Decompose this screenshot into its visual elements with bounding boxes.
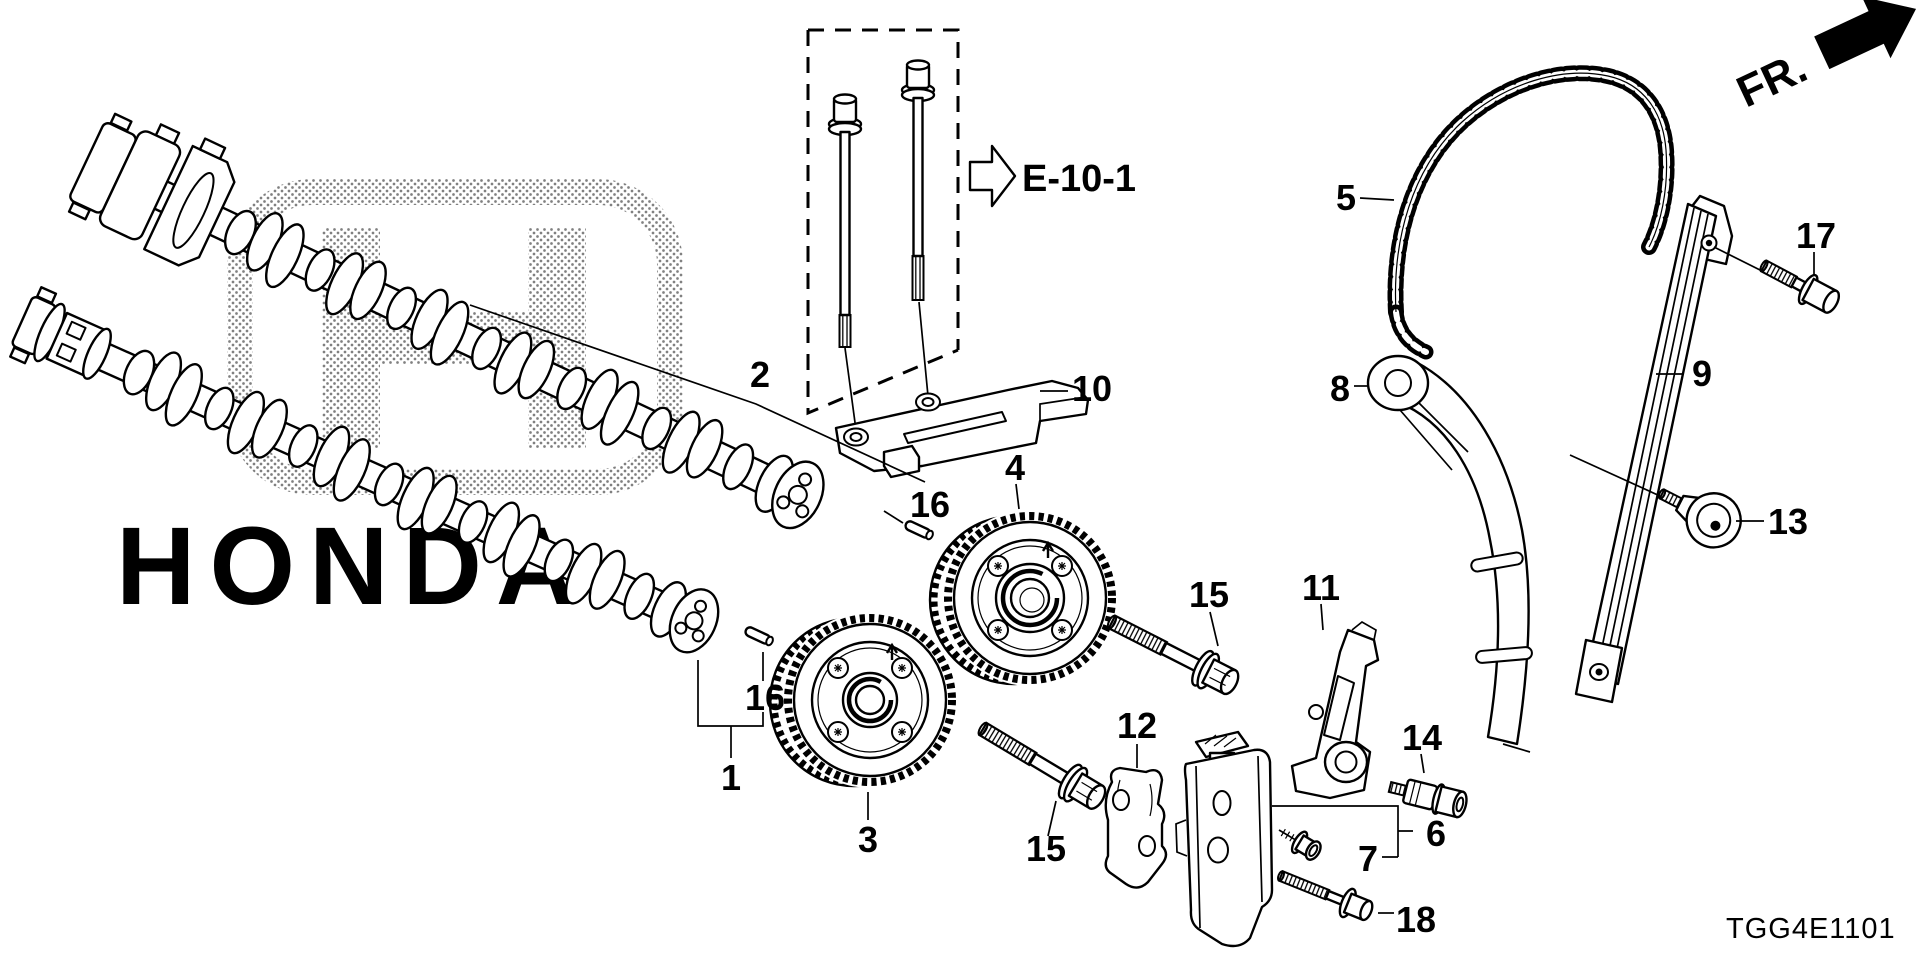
callout-7[interactable]: 7 xyxy=(1358,838,1378,879)
ref-label: E-10-1 xyxy=(1022,158,1136,200)
guide-bolt[interactable] xyxy=(1754,251,1844,319)
set-pin[interactable] xyxy=(1273,820,1325,864)
callout-2[interactable]: 2 xyxy=(750,354,770,395)
fr-arrow-icon xyxy=(1814,0,1917,70)
shoulder-bolt[interactable] xyxy=(1648,469,1750,557)
callout-6[interactable]: 6 xyxy=(1426,813,1446,854)
leader-lines xyxy=(469,197,1815,914)
callout-9[interactable]: 9 xyxy=(1692,353,1712,394)
diagram-code: TGG4E1101 xyxy=(1726,913,1896,945)
vtc-actuator-intake[interactable] xyxy=(928,510,1118,686)
ref-arrow-icon xyxy=(968,144,1017,208)
timing-arrow-icon xyxy=(885,642,899,660)
e-10-1-reference[interactable]: E-10-1 xyxy=(968,144,1136,208)
callout-1[interactable]: 1 xyxy=(721,757,741,798)
callout-16-lower[interactable]: 16 xyxy=(745,677,785,718)
callout-17[interactable]: 17 xyxy=(1796,215,1836,256)
callout-8[interactable]: 8 xyxy=(1330,368,1350,409)
callout-11[interactable]: 11 xyxy=(1302,567,1340,608)
mounting-bolt-long[interactable] xyxy=(900,59,936,301)
callout-16-upper[interactable]: 16 xyxy=(910,484,950,525)
flange-bolt-lower[interactable] xyxy=(971,711,1112,817)
callout-15-upper[interactable]: 15 xyxy=(1189,574,1229,615)
reference-bolt-box xyxy=(806,28,960,431)
cam-holder-plate[interactable] xyxy=(834,379,1090,479)
mounting-bolt-long[interactable] xyxy=(827,93,863,348)
cam-chain[interactable] xyxy=(1387,65,1675,360)
callout-10[interactable]: 10 xyxy=(1072,368,1112,409)
callouts: 1 2 3 4 5 6 7 8 9 10 11 12 13 14 15 15 1… xyxy=(721,177,1836,940)
timing-arrow-icon xyxy=(1041,540,1055,558)
callout-15-lower[interactable]: 15 xyxy=(1026,828,1066,869)
sealing-bolt[interactable] xyxy=(1386,772,1469,820)
callout-18[interactable]: 18 xyxy=(1396,899,1436,940)
callout-14[interactable]: 14 xyxy=(1402,717,1442,758)
chain-guide-b[interactable] xyxy=(1574,194,1734,704)
tensioner-bolt[interactable] xyxy=(1273,861,1376,926)
tensioner-gasket[interactable] xyxy=(1104,766,1168,889)
callout-13[interactable]: 13 xyxy=(1768,501,1808,542)
vtc-actuator-exhaust[interactable] xyxy=(768,612,958,788)
chain-tensioner[interactable] xyxy=(1175,730,1274,948)
camshaft-intake[interactable] xyxy=(63,97,849,555)
camshaft-exhaust[interactable] xyxy=(7,286,730,665)
chain-guide-a[interactable] xyxy=(1366,354,1533,753)
tensioner-arm[interactable] xyxy=(1290,620,1380,800)
fr-direction: FR. xyxy=(1730,0,1917,117)
callout-12[interactable]: 12 xyxy=(1117,705,1157,746)
callout-4[interactable]: 4 xyxy=(1005,447,1025,488)
flange-bolt-upper[interactable] xyxy=(1101,604,1245,702)
dowel-pin-lower[interactable] xyxy=(744,626,774,647)
fr-label: FR. xyxy=(1730,43,1815,117)
callout-5[interactable]: 5 xyxy=(1336,177,1356,218)
dowel-pin-upper[interactable] xyxy=(904,520,934,541)
callout-3[interactable]: 3 xyxy=(858,819,878,860)
